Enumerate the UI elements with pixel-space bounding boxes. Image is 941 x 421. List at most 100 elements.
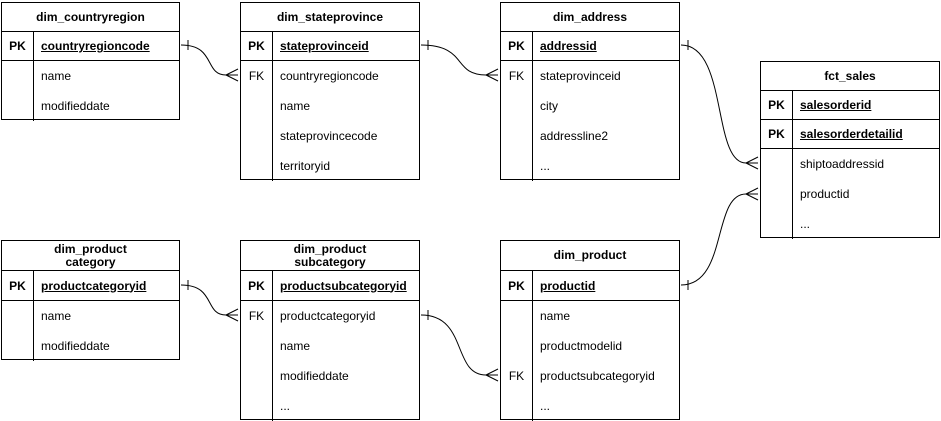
cardinality-many-crowfoot bbox=[745, 193, 759, 201]
field-row: stateprovincecode bbox=[241, 121, 419, 151]
field-name: modifieddate bbox=[41, 339, 110, 353]
field-name: shiptoaddressid bbox=[800, 157, 885, 171]
fk-label: FK bbox=[241, 301, 273, 331]
pk-row: PK productcategoryid bbox=[2, 271, 179, 301]
fk-label: FK bbox=[501, 361, 533, 391]
empty-label bbox=[501, 91, 533, 121]
pk-field-name: productcategoryid bbox=[41, 278, 147, 293]
empty-label bbox=[241, 91, 273, 121]
edge-path[interactable] bbox=[420, 44, 487, 76]
field-name: territoryid bbox=[280, 159, 331, 173]
field-row: ... bbox=[761, 209, 939, 239]
pk-label: PK bbox=[2, 32, 34, 60]
field-name: productsubcategoryid bbox=[540, 369, 655, 383]
field-row: name bbox=[501, 301, 679, 331]
table-title: dim_address bbox=[501, 3, 679, 32]
cardinality-many-crowfoot bbox=[485, 68, 499, 76]
relationship-edge[interactable] bbox=[180, 40, 239, 82]
relationship-edge[interactable] bbox=[680, 187, 759, 290]
relationship-edge[interactable] bbox=[680, 40, 759, 170]
field-name: productcategoryid bbox=[280, 309, 376, 323]
empty-label bbox=[761, 149, 793, 179]
table-title-line: dim_product bbox=[293, 241, 367, 256]
field-row: territoryid bbox=[241, 151, 419, 181]
pk-field-name: productid bbox=[540, 278, 596, 293]
pk-field-name: salesorderdetailid bbox=[800, 127, 903, 141]
cardinality-many-crowfoot bbox=[225, 314, 239, 322]
cardinality-many-crowfoot bbox=[745, 187, 759, 195]
field-row: ... bbox=[241, 391, 419, 421]
field-name: ... bbox=[540, 399, 551, 413]
edge-path[interactable] bbox=[680, 44, 747, 164]
cardinality-many-crowfoot bbox=[225, 74, 239, 82]
field-name: ... bbox=[800, 217, 811, 231]
table-title-line: dim_address bbox=[552, 9, 628, 24]
pk-label: PK bbox=[501, 271, 533, 300]
field-row: ... bbox=[501, 151, 679, 181]
empty-label bbox=[501, 391, 533, 421]
field-row: FK productcategoryid bbox=[241, 301, 419, 331]
field-name: productid bbox=[800, 187, 850, 201]
empty-label bbox=[2, 61, 34, 91]
empty-label bbox=[241, 121, 273, 151]
pk-row: PK productid bbox=[501, 271, 679, 301]
table-title-line: dim_product bbox=[553, 248, 627, 262]
field-name: stateprovincecode bbox=[280, 129, 378, 143]
pk-label: PK bbox=[241, 32, 273, 60]
table-title-line: subcategory bbox=[294, 254, 366, 269]
cardinality-many-crowfoot bbox=[225, 68, 239, 76]
cardinality-many-crowfoot bbox=[745, 156, 759, 164]
pk-field-name: salesorderid bbox=[800, 98, 872, 112]
pk-field-name: stateprovinceid bbox=[280, 39, 369, 53]
field-name: city bbox=[540, 99, 558, 113]
cardinality-many-crowfoot bbox=[485, 374, 499, 382]
edge-path[interactable] bbox=[180, 284, 227, 316]
field-name: productmodelid bbox=[540, 339, 623, 353]
empty-label bbox=[761, 209, 793, 239]
table-title-line: category bbox=[65, 254, 116, 269]
empty-label bbox=[241, 361, 273, 391]
field-name: name bbox=[540, 309, 571, 323]
pk-label: PK bbox=[2, 271, 34, 300]
edge-path[interactable] bbox=[180, 44, 227, 76]
pk-field-name: addressid bbox=[540, 39, 597, 53]
edge-path[interactable] bbox=[420, 314, 487, 376]
field-name: modifieddate bbox=[41, 99, 110, 113]
table-title-line: dim_stateprovince bbox=[276, 9, 384, 24]
field-name: stateprovinceid bbox=[540, 69, 621, 83]
table-title-line: dim_product bbox=[54, 241, 127, 256]
empty-label bbox=[241, 331, 273, 361]
field-name: name bbox=[41, 69, 72, 83]
table-title-line: fct_sales bbox=[824, 68, 876, 83]
field-row: shiptoaddressid bbox=[761, 149, 939, 179]
pk-label: PK bbox=[241, 271, 273, 300]
relationship-edge[interactable] bbox=[180, 280, 239, 322]
field-row: FK productsubcategoryid bbox=[501, 361, 679, 391]
field-name: modifieddate bbox=[280, 369, 349, 383]
cardinality-many-crowfoot bbox=[745, 162, 759, 170]
pk-label: PK bbox=[761, 91, 793, 119]
cardinality-many-crowfoot bbox=[485, 74, 499, 82]
empty-label bbox=[2, 91, 34, 121]
empty-label bbox=[501, 151, 533, 181]
edge-path[interactable] bbox=[680, 193, 747, 286]
field-name: ... bbox=[280, 399, 291, 413]
relationship-edge[interactable] bbox=[420, 40, 499, 82]
field-name: name bbox=[280, 99, 311, 113]
relationship-edge[interactable] bbox=[420, 310, 499, 382]
empty-label bbox=[501, 121, 533, 151]
field-row: city bbox=[501, 91, 679, 121]
